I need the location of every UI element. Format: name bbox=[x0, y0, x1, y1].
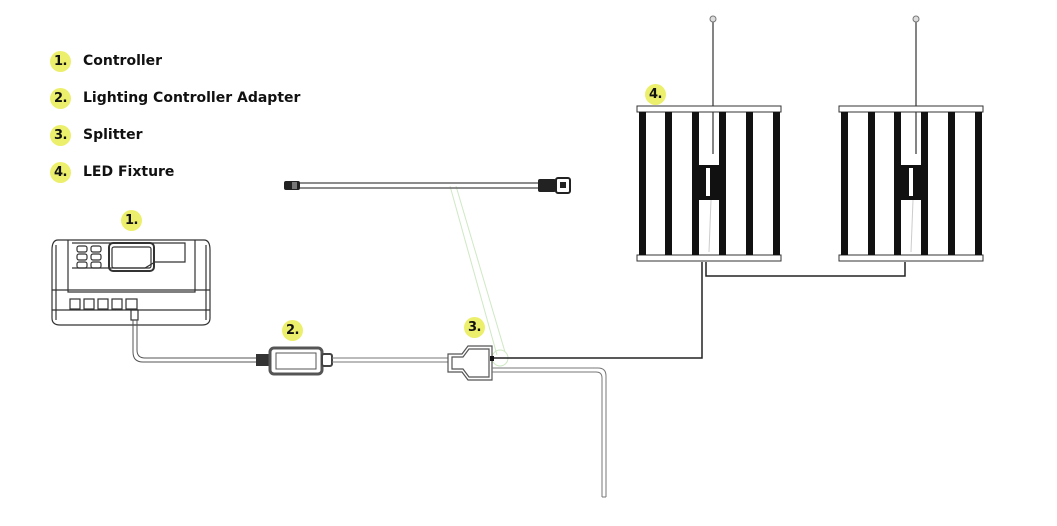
legend-label: Splitter bbox=[83, 127, 143, 143]
number-badge: 2. bbox=[50, 87, 71, 109]
led-fixture-2 bbox=[838, 15, 984, 262]
legend-label: Lighting Controller Adapter bbox=[83, 90, 301, 106]
led-fixture-1 bbox=[636, 15, 782, 262]
number-badge: 1. bbox=[50, 50, 71, 72]
splitter-device bbox=[447, 345, 494, 381]
cable-adapter-to-splitter bbox=[332, 357, 448, 363]
callout-lines bbox=[449, 185, 509, 367]
controller-device bbox=[51, 239, 211, 326]
legend-label: Controller bbox=[83, 53, 163, 69]
fixture-callout-badge: 4. bbox=[645, 84, 666, 105]
legend: 1. Controller 2. Lighting Controller Ada… bbox=[50, 47, 300, 195]
cable-controller-to-adapter bbox=[132, 320, 258, 363]
splitter-callout-badge: 3. bbox=[464, 317, 485, 338]
adapter-callout-badge: 2. bbox=[282, 320, 303, 341]
legend-label: LED Fixture bbox=[83, 164, 175, 180]
legend-item-controller: 1. Controller bbox=[50, 47, 300, 75]
controller-callout-badge: 1. bbox=[121, 210, 142, 231]
number-badge: 3. bbox=[50, 124, 71, 146]
extension-cable bbox=[284, 177, 571, 194]
legend-item-splitter: 3. Splitter bbox=[50, 121, 300, 149]
number-badge: 4. bbox=[50, 161, 71, 183]
legend-item-adapter: 2. Lighting Controller Adapter bbox=[50, 84, 300, 112]
legend-item-led-fixture: 4. LED Fixture bbox=[50, 158, 300, 186]
adapter-device bbox=[256, 346, 333, 376]
cable-splitter-to-fixtures bbox=[494, 262, 906, 359]
cable-splitter-down bbox=[492, 367, 607, 498]
